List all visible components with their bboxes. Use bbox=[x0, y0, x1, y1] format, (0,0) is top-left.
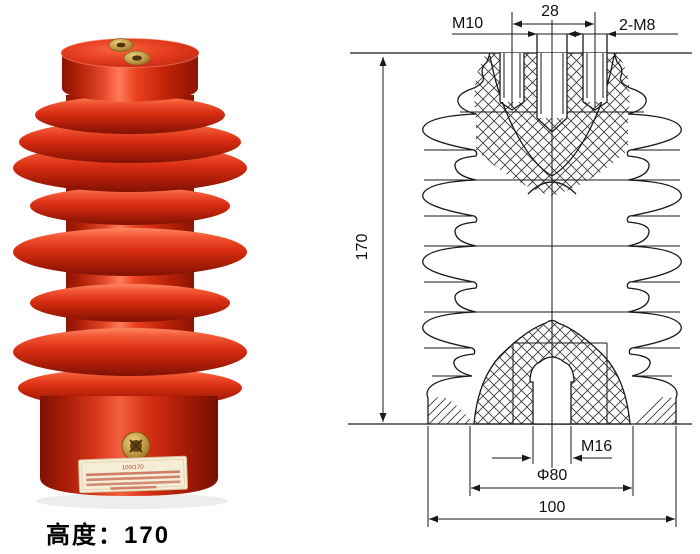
base-corner-hatch bbox=[630, 397, 676, 424]
brass-insert bbox=[123, 50, 151, 66]
dimension-label-phi80: Φ80 bbox=[537, 467, 568, 484]
base-corner-hatch bbox=[428, 397, 474, 424]
shed-rim-lines bbox=[424, 111, 680, 377]
dimension-label-170: 170 bbox=[354, 234, 371, 261]
nameplate-text-line bbox=[110, 485, 157, 490]
dimension-label-100: 100 bbox=[539, 499, 566, 516]
product-photo: 100/170 bbox=[13, 38, 247, 509]
height-caption: 高度：170 bbox=[46, 522, 171, 549]
dimensions bbox=[379, 12, 678, 527]
insulator-top-cap bbox=[60, 38, 200, 102]
nameplate-text-line bbox=[86, 480, 181, 487]
nameplate-model-text: 100/170 bbox=[122, 465, 145, 472]
dimension-label-28: 28 bbox=[541, 3, 559, 20]
product-shadow bbox=[36, 493, 228, 509]
insulator-base: 100/170 bbox=[18, 368, 242, 496]
dimension-label-m16: M16 bbox=[581, 438, 612, 455]
base-screw bbox=[121, 431, 151, 461]
technical-drawing: M10 28 2-M8 170 M16 Φ80 100 bbox=[348, 3, 692, 527]
brass-insert bbox=[108, 38, 134, 52]
insulator-sheds bbox=[13, 96, 247, 376]
nameplate: 100/170 bbox=[78, 455, 188, 494]
dimension-label-m10: M10 bbox=[452, 15, 483, 32]
profile-right bbox=[613, 52, 682, 424]
profile-left bbox=[422, 52, 491, 424]
dimension-label-2m8: 2-M8 bbox=[619, 17, 656, 34]
nameplate-text-line bbox=[85, 470, 180, 477]
drawing-body bbox=[348, 12, 692, 527]
nameplate-text-line bbox=[86, 475, 181, 482]
